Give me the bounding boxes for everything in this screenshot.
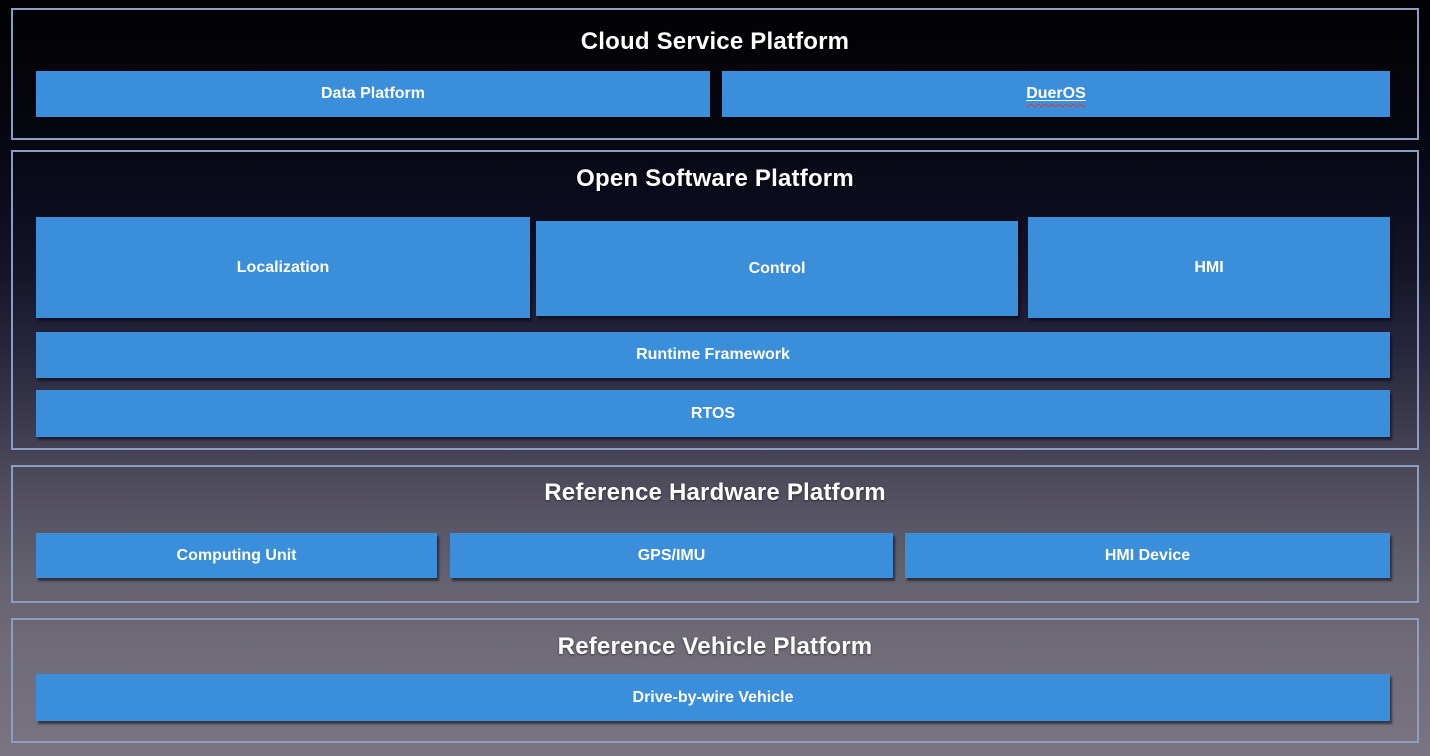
- computing-unit-box: Computing Unit: [36, 533, 437, 578]
- computing-unit-label: Computing Unit: [176, 546, 297, 564]
- hmi-device-box: HMI Device: [905, 533, 1390, 578]
- reference-vehicle-platform-section: Reference Vehicle Platform Drive-by-wire…: [11, 618, 1419, 743]
- localization-label: Localization: [236, 258, 330, 276]
- cloud-service-platform-section: Cloud Service Platform Data Platform Due…: [11, 8, 1419, 140]
- localization-box: Localization: [36, 217, 530, 318]
- rtos-label: RTOS: [690, 404, 736, 422]
- hmi-device-label: HMI Device: [1104, 546, 1191, 564]
- reference-hardware-platform-title: Reference Hardware Platform: [544, 479, 886, 506]
- open-software-platform-title: Open Software Platform: [576, 165, 854, 192]
- spellcheck-squiggle: DuerOS: [1026, 85, 1086, 103]
- runtime-framework-box: Runtime Framework: [36, 332, 1390, 378]
- control-label: Control: [748, 259, 806, 277]
- cloud-service-platform-title: Cloud Service Platform: [580, 28, 850, 55]
- runtime-framework-label: Runtime Framework: [636, 346, 790, 363]
- drive-by-wire-vehicle-label: Drive-by-wire Vehicle: [632, 688, 794, 706]
- reference-vehicle-platform-title: Reference Vehicle Platform: [557, 633, 873, 660]
- data-platform-label: Data Platform: [320, 85, 426, 102]
- data-platform-box: Data Platform: [36, 71, 710, 117]
- hmi-box: HMI: [1028, 217, 1390, 318]
- open-software-platform-section: Open Software Platform Localization Cont…: [11, 150, 1419, 450]
- drive-by-wire-vehicle-box: Drive-by-wire Vehicle: [36, 674, 1390, 721]
- dueros-box: DuerOS: [722, 71, 1390, 117]
- gps-imu-box: GPS/IMU: [450, 533, 893, 578]
- control-box: Control: [536, 221, 1018, 316]
- rtos-box: RTOS: [36, 390, 1390, 437]
- hmi-label: HMI: [1194, 258, 1224, 276]
- dueros-label: DuerOS: [1026, 85, 1086, 102]
- gps-imu-label: GPS/IMU: [637, 546, 706, 564]
- reference-hardware-platform-section: Reference Hardware Platform Computing Un…: [11, 465, 1419, 603]
